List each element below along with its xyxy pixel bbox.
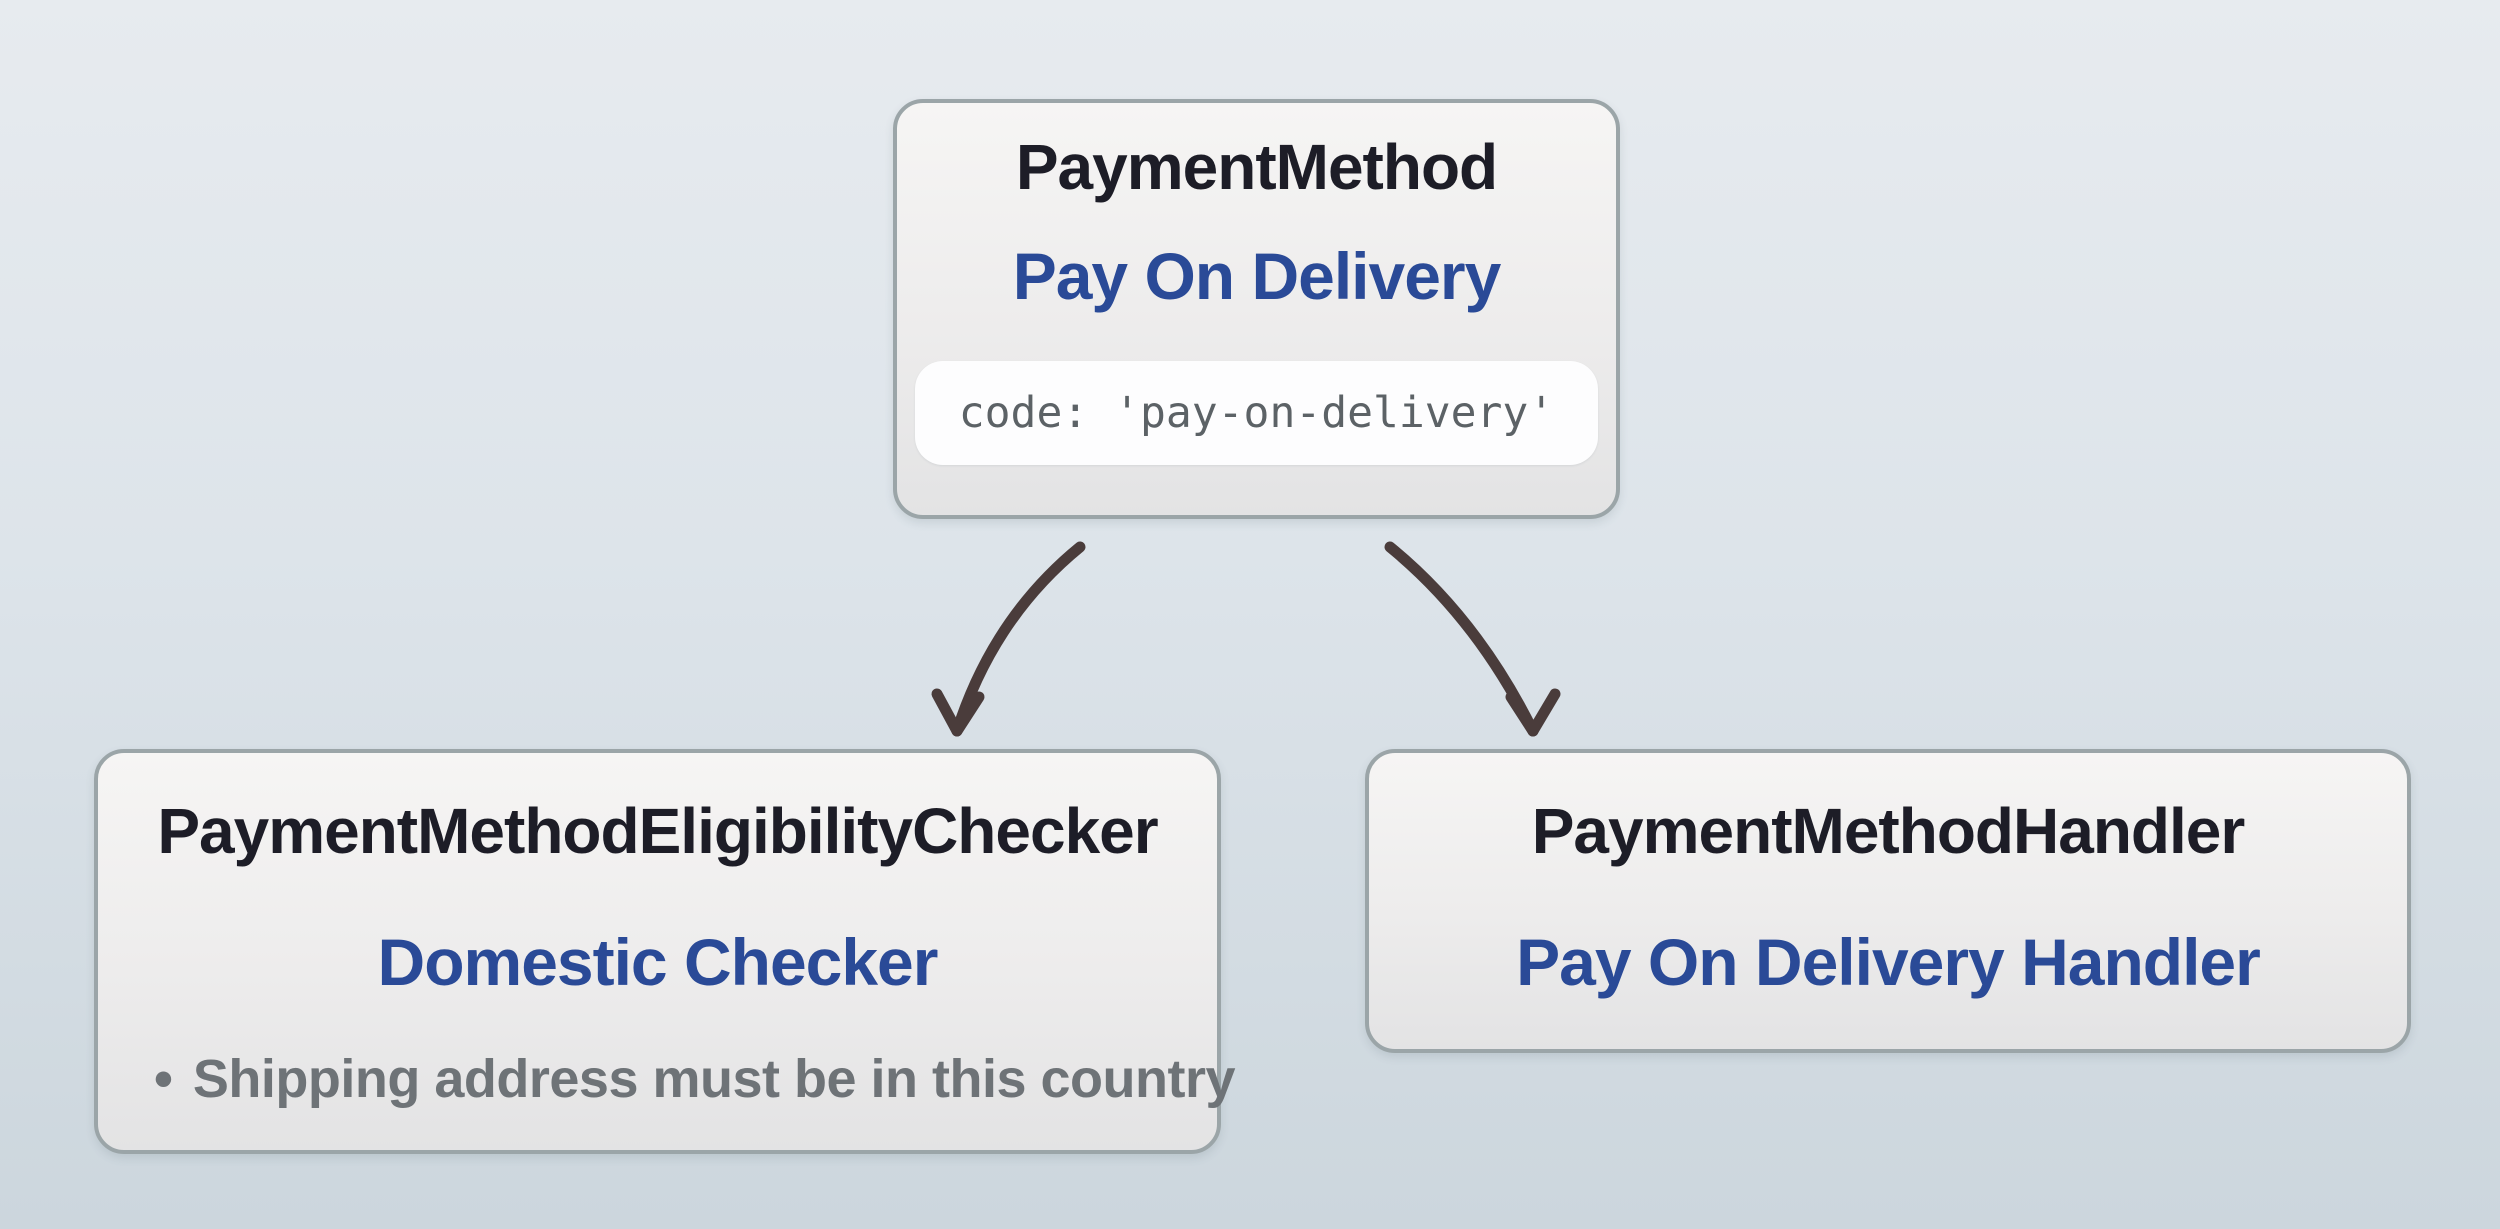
eligibility-rule-text: Shipping address must be in this country — [192, 1049, 1236, 1109]
handler-node: PaymentMethodHandler Pay On Delivery Han… — [1365, 749, 2411, 1053]
arrow-left-icon — [931, 541, 1086, 737]
payment-method-node: PaymentMethod Pay On Delivery code: 'pay… — [893, 99, 1620, 519]
handler-subtitle: Pay On Delivery Handler — [1516, 925, 2261, 999]
eligibility-rule-item: • Shipping address must be in this count… — [98, 1049, 1236, 1109]
eligibility-checker-title: PaymentMethodEligibilityChecker — [157, 795, 1158, 867]
payment-method-code: code: 'pay-on-delivery' — [958, 387, 1555, 438]
eligibility-checker-node: PaymentMethodEligibilityChecker Domestic… — [94, 749, 1236, 1154]
handler-title: PaymentMethodHandler — [1531, 795, 2246, 867]
payment-method-title: PaymentMethod — [1015, 131, 1498, 203]
payment-method-subtitle: Pay On Delivery — [1012, 239, 1502, 313]
bullet-icon: • — [154, 1049, 173, 1109]
payment-method-code-pill: code: 'pay-on-delivery' — [914, 361, 1599, 465]
eligibility-checker-subtitle: Domestic Checker — [377, 925, 939, 999]
arrow-right-icon — [1384, 541, 1561, 737]
